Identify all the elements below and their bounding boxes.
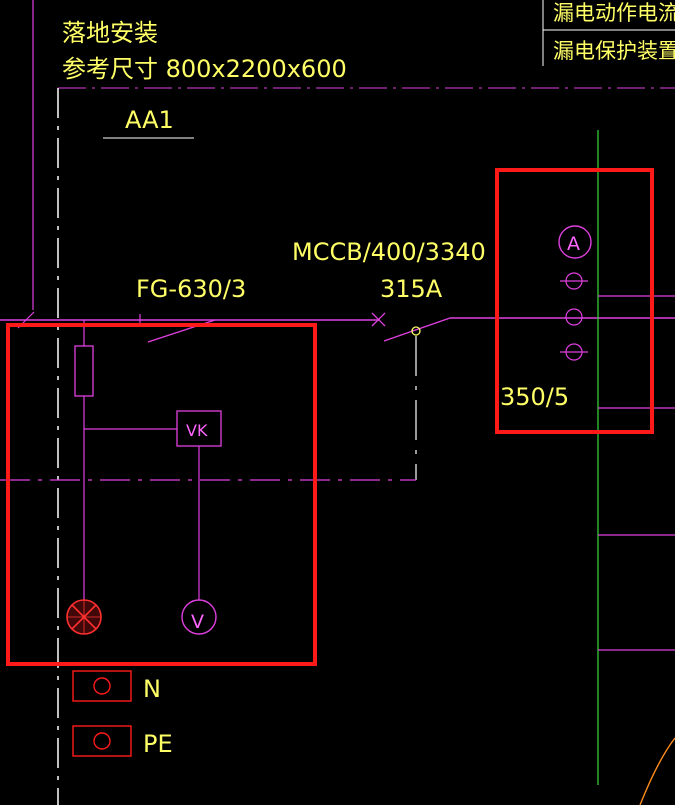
pe-label: PE <box>143 730 173 758</box>
reference-size-label: 参考尺寸 800x2200x600 <box>62 55 347 83</box>
orange-curve <box>639 737 675 805</box>
current-transformer-1-icon <box>560 272 588 290</box>
pe-terminal-icon <box>93 732 111 750</box>
ammeter-label: A <box>567 233 580 255</box>
leak-current-label: 漏电动作电流300 <box>553 1 675 25</box>
highlight-box-ammeter[interactable] <box>495 168 654 434</box>
highlight-box-metering[interactable] <box>6 323 317 666</box>
neutral-label: N <box>143 675 161 703</box>
neutral-terminal-box <box>72 670 132 702</box>
voltmeter-icon <box>181 599 217 635</box>
cabinet-id-label: AA1 <box>125 106 174 134</box>
indicator-lamp-icon <box>66 599 102 635</box>
pe-terminal-box <box>72 725 132 757</box>
leak-action-label: 漏电保护装置动作 <box>553 39 675 63</box>
ammeter-icon <box>558 225 592 259</box>
current-transformer-2-icon <box>565 308 583 326</box>
current-transformer-3-icon <box>560 343 588 361</box>
voltmeter-label: V <box>191 611 204 633</box>
mccb-blade <box>383 317 451 342</box>
ct-ratio-label: 350/5 <box>500 383 569 411</box>
fuse-switch-label: FG-630/3 <box>136 275 246 303</box>
mccb-rating-label: 315A <box>380 275 443 303</box>
install-type-label: 落地安装 <box>62 19 158 47</box>
voltmeter-switch-label: VK <box>186 421 208 440</box>
neutral-terminal-icon <box>93 677 111 695</box>
mccb-trip-contact-icon <box>411 326 421 336</box>
meter-fuse-icon <box>74 345 94 397</box>
mccb-label: MCCB/400/3340 <box>292 238 486 266</box>
mccb-cross-icon <box>371 312 386 327</box>
